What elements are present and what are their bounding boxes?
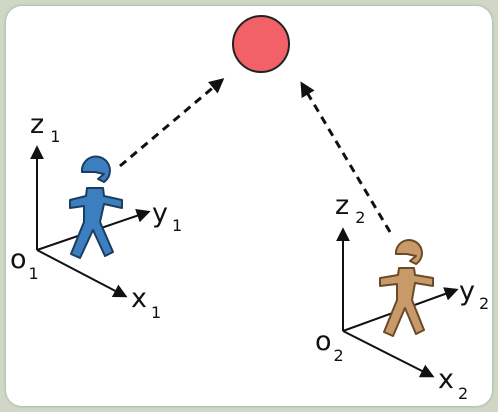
person-1-icon [69, 155, 123, 259]
dashed-arrow-1 [119, 78, 225, 168]
person-2-icon [379, 239, 434, 337]
x2-axis [342, 330, 435, 378]
x1-axis [36, 249, 128, 298]
target-circle-icon [232, 15, 290, 73]
dashed-arrow-2 [300, 81, 392, 233]
